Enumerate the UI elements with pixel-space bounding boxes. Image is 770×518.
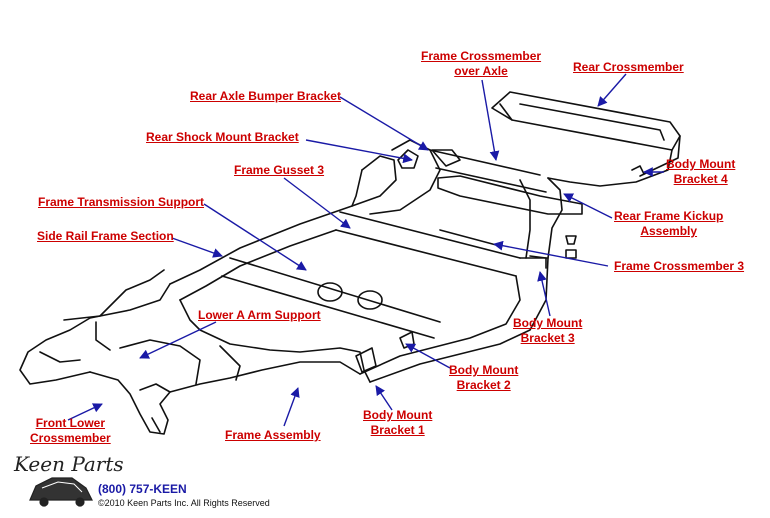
arrow-body-mount-bracket-2 [405,343,451,369]
label-lower-a-arm-support[interactable]: Lower A Arm Support [198,308,321,322]
leader-arrows [67,73,664,427]
label-body-mount-bracket-3[interactable]: Body Mount Bracket 3 [513,316,583,345]
label-frame-transmission-support[interactable]: Frame Transmission Support [38,195,205,209]
label-body-mount-bracket-4[interactable]: Body Mount Bracket 4 [666,157,736,186]
arrow-frame-crossmember-axle [481,79,500,161]
keen-parts-logo: Keen Parts [14,452,124,476]
arrow-rear-frame-kickup [563,193,613,219]
arrow-frame-transmission-support [203,203,307,271]
arrow-frame-gusset-3 [283,177,351,229]
label-side-rail-frame-section[interactable]: Side Rail Frame Section [37,229,174,243]
arrow-rear-crossmember [597,73,627,107]
phone-number[interactable]: (800) 757-KEEN [98,482,187,496]
label-rear-crossmember[interactable]: Rear Crossmember [573,60,684,74]
arrow-frame-crossmember-3 [493,240,609,267]
label-rear-axle-bumper-bracket[interactable]: Rear Axle Bumper Bracket [190,89,341,103]
arrow-side-rail-frame-section [171,237,223,258]
label-frame-crossmember-over-axle[interactable]: Frame Crossmember over Axle [421,49,542,78]
frame-drawing [19,91,681,435]
label-front-lower-crossmember[interactable]: Front Lower Crossmember [30,416,111,445]
arrow-body-mount-bracket-1 [375,385,393,411]
label-rear-frame-kickup-assembly[interactable]: Rear Frame Kickup Assembly [614,209,724,238]
label-frame-gusset-3[interactable]: Frame Gusset 3 [234,163,325,177]
copyright-text: ©2010 Keen Parts Inc. All Rights Reserve… [98,498,270,508]
keen-parts-logo-car-icon [29,477,93,507]
arrow-body-mount-bracket-3 [537,271,551,317]
arrow-rear-shock-mount-bracket [305,139,413,164]
arrow-rear-axle-bumper-bracket [339,96,429,151]
arrow-front-lower-crossmember [67,403,103,421]
arrow-frame-assembly [283,387,300,427]
label-rear-shock-mount-bracket[interactable]: Rear Shock Mount Bracket [146,130,299,144]
arrow-lower-a-arm-support [139,321,217,359]
label-frame-crossmember-3[interactable]: Frame Crossmember 3 [614,259,745,273]
label-body-mount-bracket-2[interactable]: Body Mount Bracket 2 [449,363,519,392]
label-frame-assembly[interactable]: Frame Assembly [225,428,321,442]
label-body-mount-bracket-1[interactable]: Body Mount Bracket 1 [363,408,433,437]
